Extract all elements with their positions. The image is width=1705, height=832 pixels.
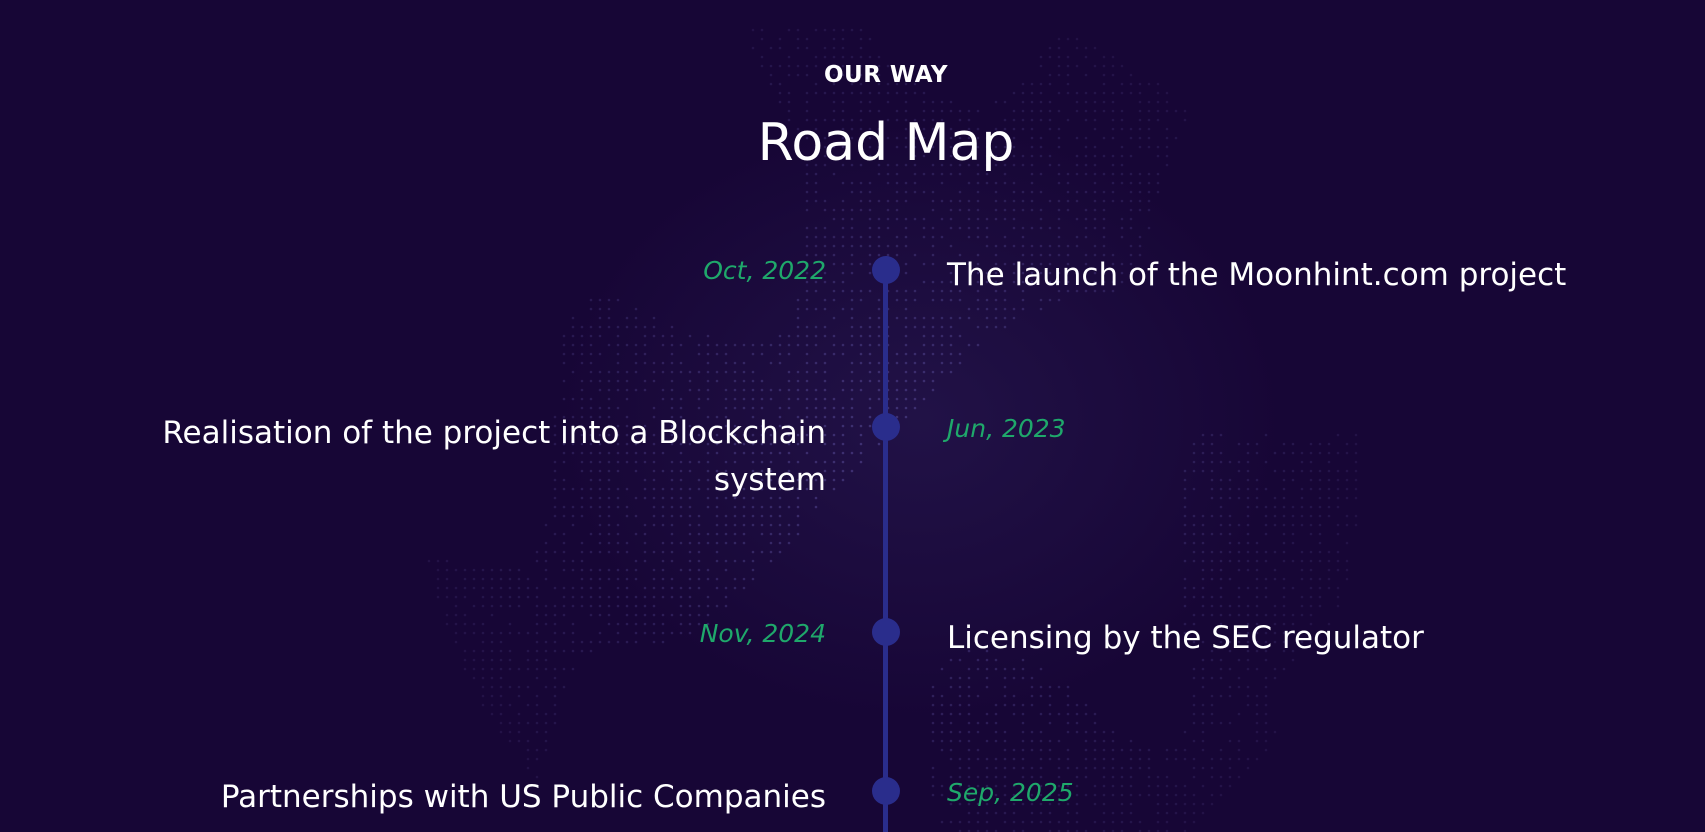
- milestone-title: Licensing by the SEC regulator: [947, 620, 1424, 656]
- timeline-axis: [883, 270, 888, 832]
- milestone-date: Jun, 2023: [947, 414, 1066, 443]
- timeline-dot: [872, 777, 900, 805]
- milestone-title: Partnerships with US Public Companies: [220, 779, 826, 815]
- milestone-title: Realisation of the project into a Blockc…: [162, 415, 826, 498]
- milestone-date: Nov, 2024: [699, 619, 826, 648]
- milestone-title: The launch of the Moonhint.com project: [947, 257, 1567, 293]
- section-eyebrow: OUR WAY: [823, 62, 949, 88]
- milestone-date: Oct, 2022: [703, 256, 826, 285]
- timeline-dot: [872, 618, 900, 646]
- milestone-date: Sep, 2025: [947, 778, 1074, 807]
- section-title: Road Map: [757, 113, 1015, 173]
- timeline-dot: [872, 413, 900, 441]
- timeline-dot: [872, 256, 900, 284]
